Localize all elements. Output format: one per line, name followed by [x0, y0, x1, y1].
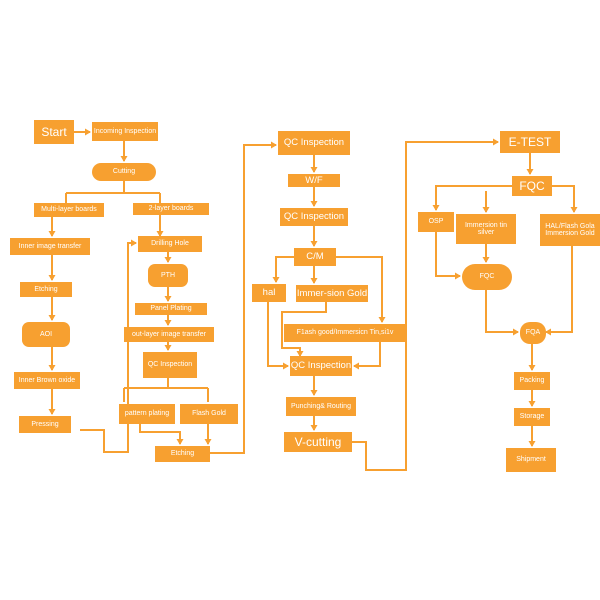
- wf-box: W/F: [288, 174, 340, 187]
- e-test-box: E-TEST: [500, 131, 560, 153]
- punching-routing-box: Punching& Routing: [286, 397, 356, 416]
- shipment-box: Shipment: [506, 448, 556, 472]
- storage-box: Storage: [514, 408, 550, 426]
- panel-plating-box: Panel Plating: [135, 303, 207, 315]
- two-layer-boards-box: 2-layer boards: [133, 203, 209, 215]
- etching-box-1: Etching: [20, 282, 72, 297]
- qc-inspection-box-3: QC Inspection: [280, 208, 348, 226]
- hal-box: hal: [252, 284, 286, 302]
- qc-inspection-box-1: QC Inspection: [143, 352, 197, 378]
- flash-good-immersion-tin-box: F1ash good/Immersicn Tin,si1v: [284, 324, 406, 342]
- osp-box: OSP: [418, 212, 454, 232]
- multi-layer-boards-box: Multi-layer boards: [34, 203, 104, 217]
- inner-brown-oxide-box: Inner Brown oxide: [14, 372, 80, 389]
- cutting-box: Cutting: [92, 163, 156, 181]
- inner-image-transfer-box: Inner image transfer: [10, 238, 90, 255]
- pattern-plating-box: pattern plating: [119, 404, 175, 424]
- arrows-column-2: [210, 138, 499, 471]
- fqa-box: FQA: [520, 322, 546, 344]
- start-box: Start: [34, 120, 74, 144]
- fqc-box-2: FQC: [462, 264, 512, 290]
- immersion-tin-silver-box: Immersion tin silver: [456, 214, 516, 244]
- arrows-column-3: [432, 153, 578, 447]
- pressing-box: Pressing: [19, 416, 71, 433]
- pth-box: PTH: [148, 264, 188, 287]
- qc-inspection-box-4: QC Inspection: [290, 356, 352, 376]
- arrows-column-1: [48, 128, 212, 453]
- v-cutting-box: V-cutting: [284, 432, 352, 452]
- hal-flash-gold-box: HAL/Flash Gola Immersion Gold: [540, 214, 600, 246]
- etching-box-2: Etching: [155, 446, 210, 462]
- qc-inspection-box-2: QC Inspection: [278, 131, 350, 155]
- aoi-box: AOI: [22, 322, 70, 347]
- incoming-inspection-box: Incoming Inspection: [92, 122, 158, 141]
- cm-box: C/M: [294, 248, 336, 266]
- flash-gold-box: Flash Gold: [180, 404, 238, 424]
- out-layer-image-transfer-box: out-layer image transfer: [124, 327, 214, 342]
- packing-box: Packing: [514, 372, 550, 390]
- immersion-gold-box: Immer-sion Gold: [296, 285, 368, 302]
- drilling-hole-box: Drilling Hole: [138, 236, 202, 252]
- fqc-box-1: FQC: [512, 176, 552, 196]
